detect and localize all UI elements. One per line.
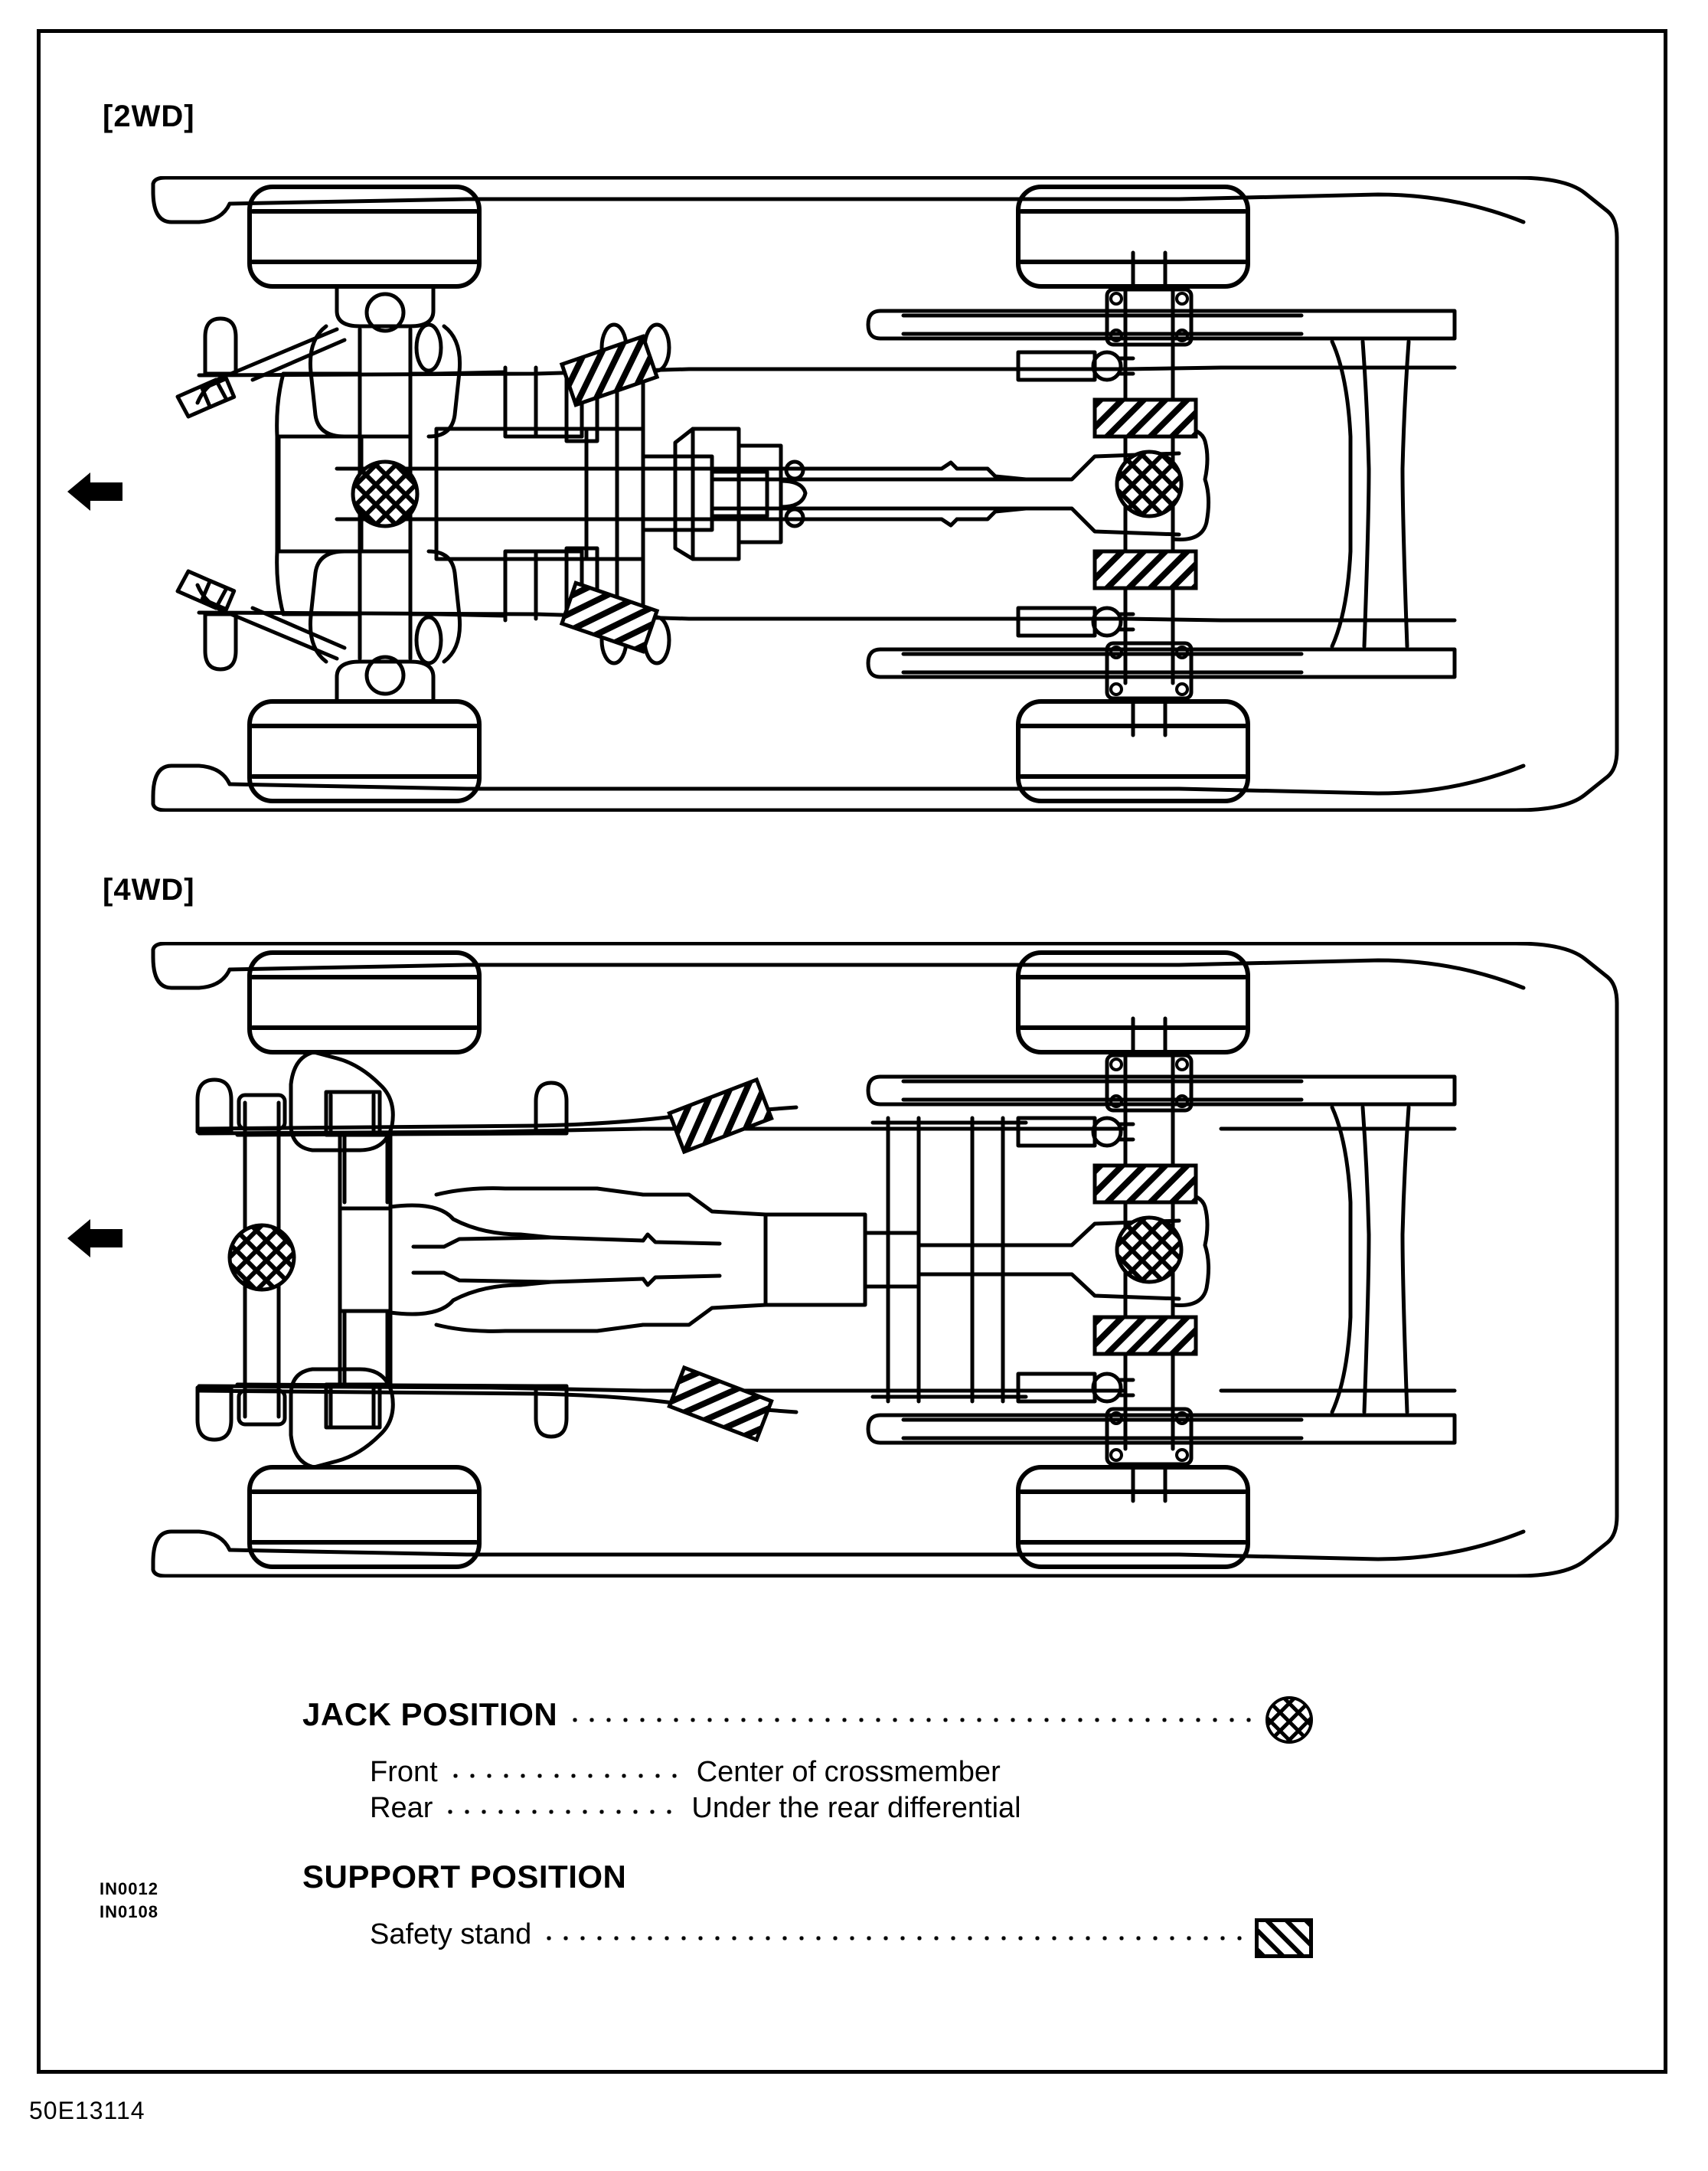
legend-jack-front-row: Front Center of crossmember (370, 1756, 1313, 1789)
safety-stand-rear-right-4wd (1092, 1315, 1198, 1356)
reference-code-1: IN0012 (100, 1879, 158, 1898)
legend: JACK POSITION Front Center of crossmembe… (302, 1696, 1313, 1958)
safety-stand-front-right-2wd (559, 580, 660, 654)
underbody-diagram-2wd (107, 176, 1623, 812)
safety-stand-front-left-2wd (559, 334, 660, 407)
underbody-diagram-4wd (107, 942, 1623, 1578)
legend-jack-rear-row: Rear Under the rear differential (370, 1792, 1313, 1825)
legend-jack-position-row: JACK POSITION (302, 1696, 1313, 1744)
reference-code-2: IN0108 (100, 1901, 158, 1921)
jack-point-front-4wd (227, 1223, 296, 1292)
variant-label-4wd: [4WD] (103, 873, 195, 907)
safety-stand-symbol-icon (1255, 1918, 1313, 1958)
reference-codes: IN0012 IN0108 (100, 1878, 158, 1923)
safety-stand-label: Safety stand (370, 1918, 532, 1950)
variant-label-2wd: [2WD] (103, 100, 195, 133)
safety-stand-rear-left-2wd (1092, 397, 1198, 439)
safety-stand-rear-left-4wd (1092, 1163, 1198, 1205)
legend-safety-stand-row: Safety stand (370, 1918, 1313, 1958)
legend-support-position-row: SUPPORT POSITION (302, 1859, 1313, 1895)
front-direction-arrow-icon (67, 472, 122, 511)
dot-leader (446, 1769, 677, 1781)
jack-front-value: Center of crossmember (696, 1756, 1001, 1788)
safety-stand-rear-right-2wd (1092, 549, 1198, 590)
jack-point-rear-2wd (1115, 450, 1184, 518)
dot-leader (540, 1931, 1246, 1944)
jack-rear-value: Under the rear differential (691, 1792, 1021, 1824)
jack-point-front-2wd (351, 459, 420, 528)
page-code: 50E13114 (29, 2097, 145, 2124)
safety-stand-front-left-4wd (667, 1077, 774, 1155)
jack-position-title: JACK POSITION (302, 1696, 558, 1732)
page-border (37, 29, 1667, 2074)
support-position-title: SUPPORT POSITION (302, 1859, 627, 1895)
jack-rear-label: Rear (370, 1792, 433, 1824)
jack-point-rear-4wd (1115, 1215, 1184, 1284)
dot-leader (567, 1713, 1256, 1725)
front-direction-arrow-icon-4wd (67, 1219, 122, 1257)
dot-leader (442, 1805, 672, 1817)
jack-position-symbol-icon (1265, 1696, 1313, 1744)
jack-front-label: Front (370, 1756, 438, 1788)
safety-stand-front-right-4wd (667, 1365, 774, 1443)
